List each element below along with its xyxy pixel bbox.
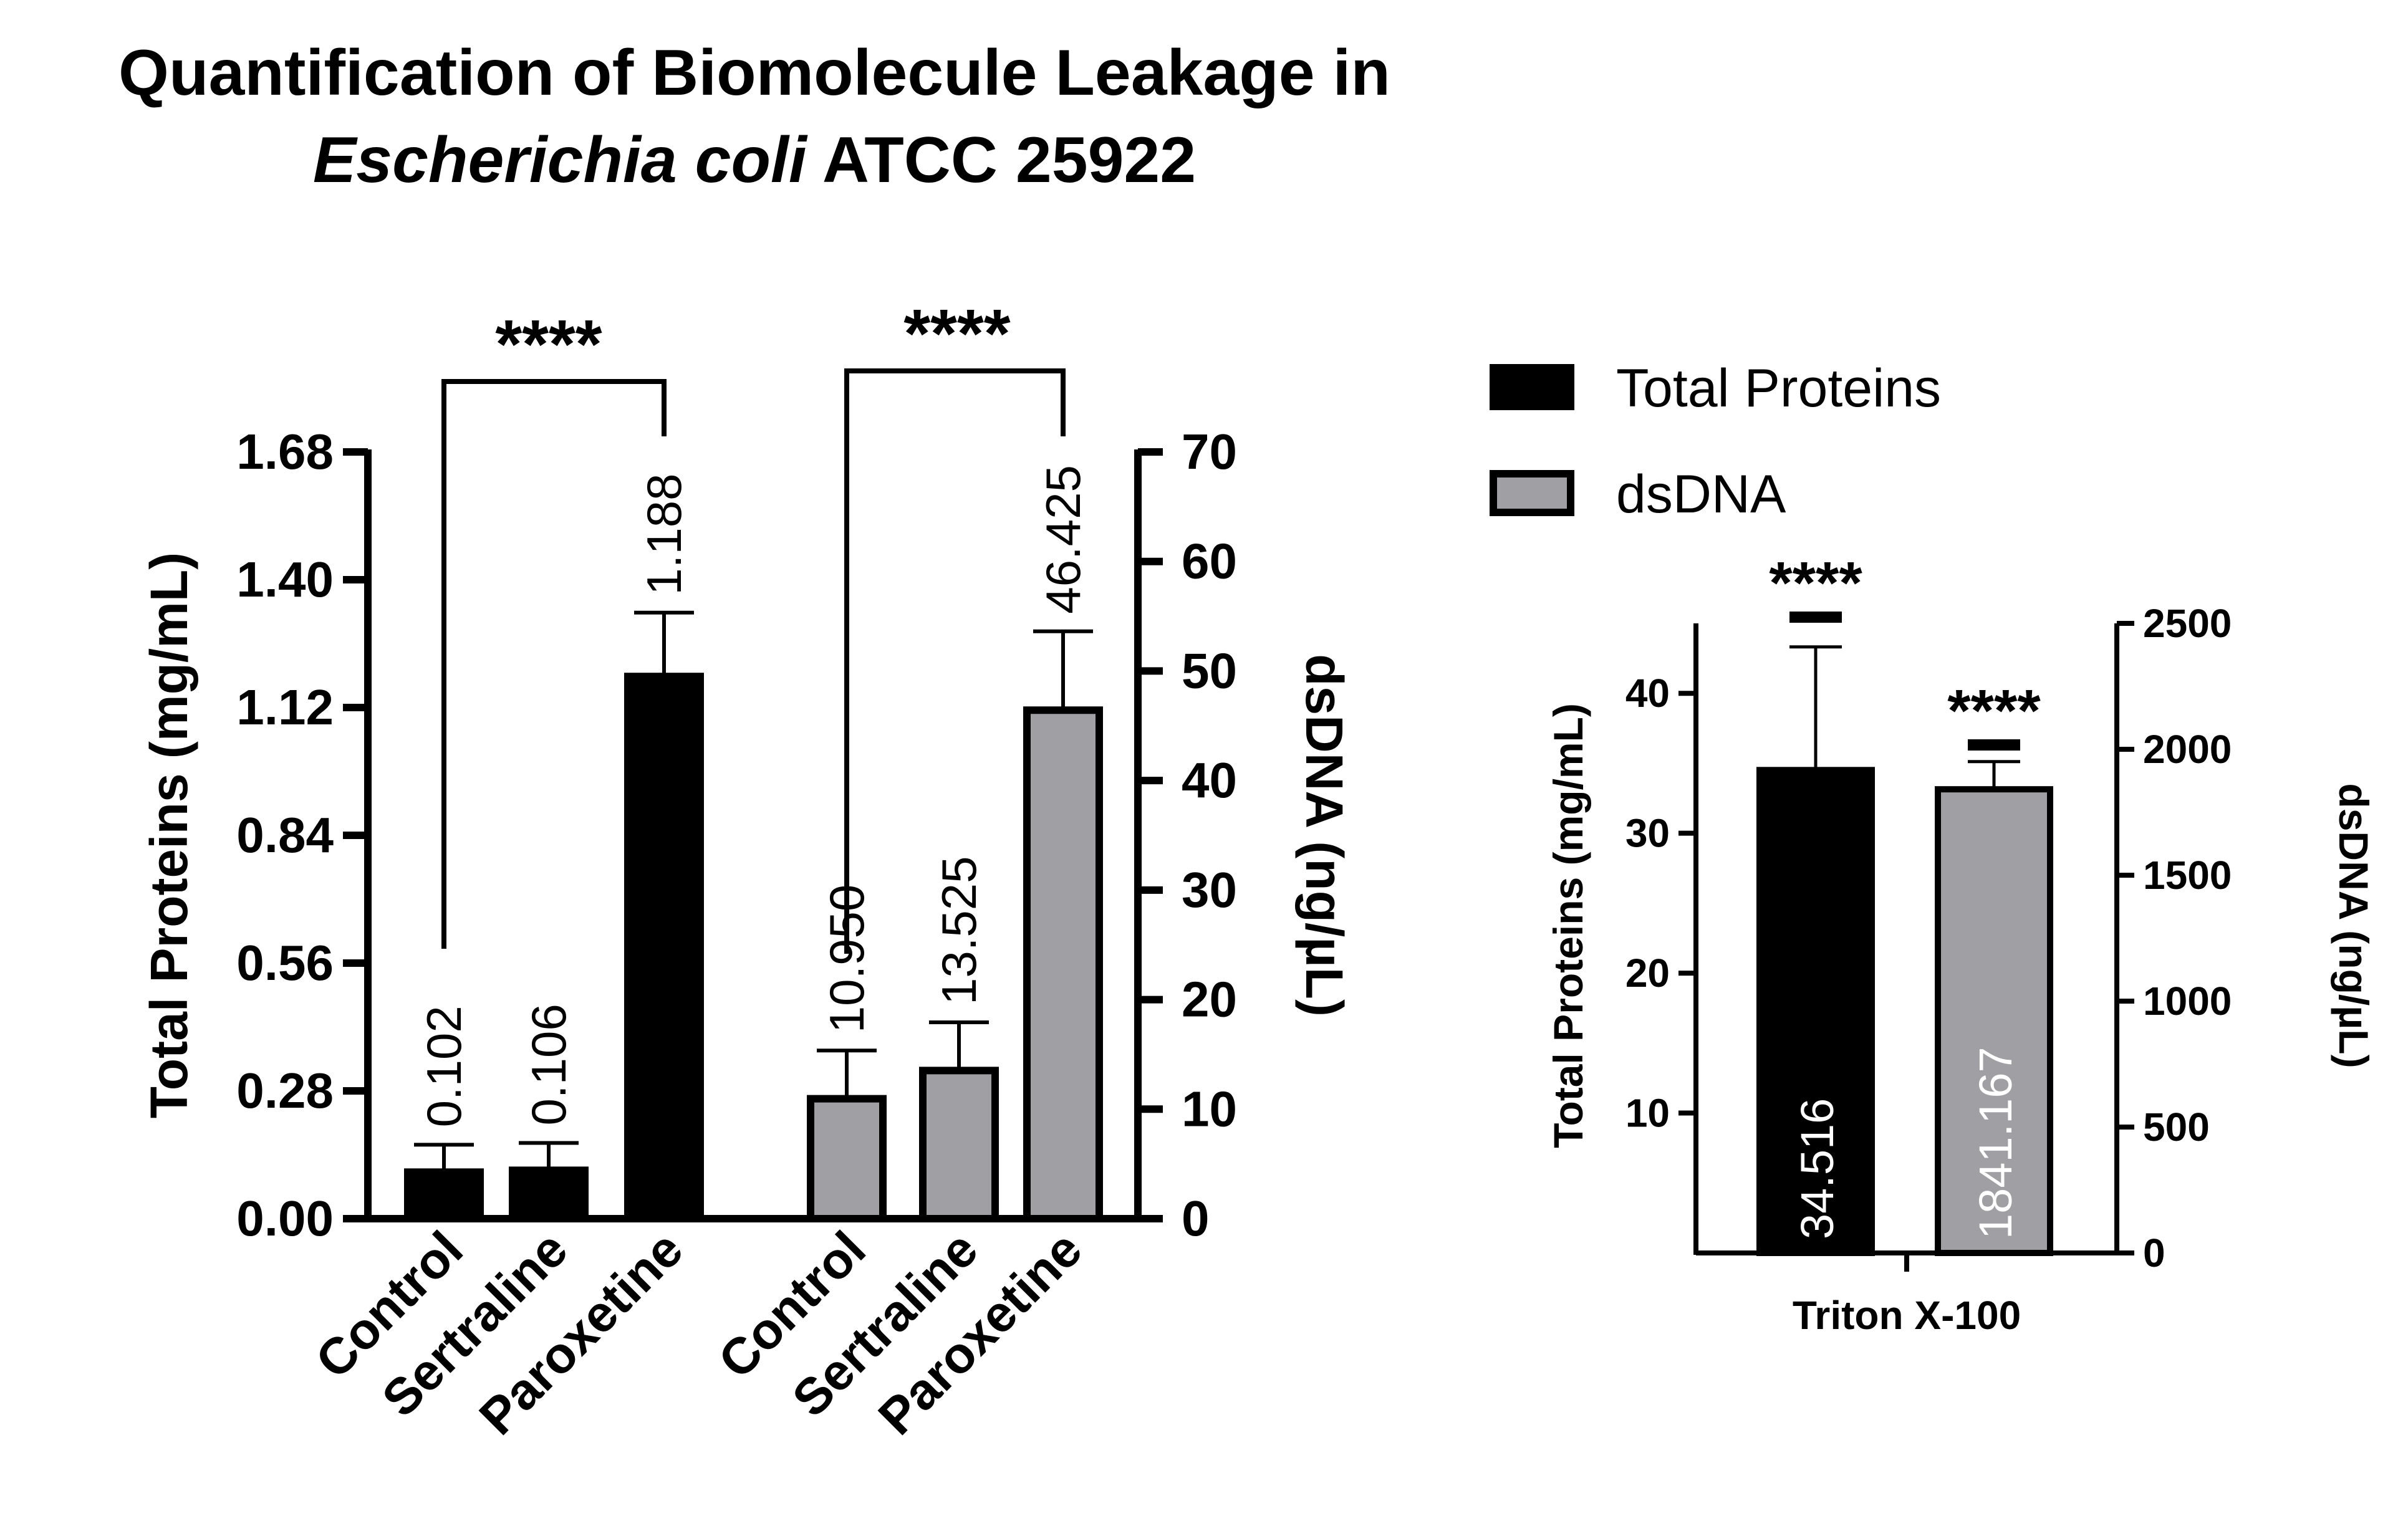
- legend-label: dsDNA: [1616, 464, 1786, 524]
- chart-title-line1: Quantification of Biomolecule Leakage in: [118, 37, 1390, 109]
- right-y-tick-label: 0: [2143, 1231, 2165, 1275]
- significance-bracket: [844, 368, 1066, 954]
- bar-dsdna: [1935, 786, 2053, 1257]
- right-y-axis-label: dsDNA (ng/µL): [1295, 654, 1354, 1017]
- significance-marker: ****: [495, 306, 602, 383]
- right-y-tick-label: 2500: [2143, 601, 2232, 646]
- left-y-tick-label: 0.56: [236, 935, 334, 991]
- data-label: 0.102: [417, 1005, 471, 1127]
- bar-total-proteins: [509, 1166, 589, 1222]
- significance-marker: ****: [903, 295, 1010, 372]
- left-y-tick-label: 0.00: [236, 1191, 334, 1246]
- left-y-tick-label: 10: [1625, 1091, 1670, 1136]
- right-y-tick-label: 20: [1182, 972, 1237, 1027]
- left-y-tick-label: 30: [1625, 811, 1670, 856]
- right-y-tick-label: 30: [1182, 862, 1237, 918]
- left-y-tick-label: 1.68: [236, 424, 334, 479]
- right-y-tick-label: 0: [1182, 1191, 1210, 1246]
- data-label: 13.525: [932, 856, 986, 1005]
- significance-bracket: [441, 379, 667, 949]
- left-y-tick-label: 1.40: [236, 552, 334, 607]
- data-label: 0.106: [521, 1004, 576, 1125]
- bar-dsdna: [1023, 706, 1103, 1223]
- bar-dsdna: [807, 1095, 887, 1223]
- data-label: 1.188: [637, 474, 691, 595]
- chart-title-strain: ATCC 25922: [806, 124, 1197, 196]
- right-y-tick-label: 1000: [2143, 979, 2232, 1024]
- right-y-tick-label: 60: [1182, 534, 1237, 589]
- data-label: 46.425: [1036, 465, 1091, 614]
- right-y-tick-label: 1500: [2143, 853, 2232, 898]
- left-y-axis-label: Total Proteins (mg/mL): [1545, 703, 1591, 1148]
- legend-swatch: [1490, 364, 1574, 410]
- right-y-tick-label: 2000: [2143, 727, 2232, 772]
- significance-marker: ****: [1947, 678, 2041, 744]
- right-y-axis-label: dsDNA (ng/µL): [2331, 783, 2377, 1068]
- bar-total-proteins: [1756, 767, 1875, 1256]
- significance-marker: ****: [1769, 550, 1862, 617]
- left-y-tick-label: 0.84: [236, 807, 334, 863]
- right-y-tick-label: 10: [1182, 1081, 1237, 1136]
- left-y-tick-label: 0.28: [236, 1063, 334, 1118]
- data-label: 34.516: [1791, 1098, 1843, 1239]
- chart-title-species: Escherichia coli: [312, 124, 807, 196]
- left-y-tick-label: 20: [1625, 951, 1670, 996]
- bar-total-proteins: [624, 673, 704, 1222]
- bar-total-proteins: [404, 1168, 484, 1222]
- chart-title-line2: Escherichia coli ATCC 25922: [0, 123, 1509, 198]
- data-label: 1841.167: [1970, 1047, 2021, 1239]
- legend-label: Total Proteins: [1616, 358, 1941, 418]
- right-y-tick-label: 70: [1182, 424, 1237, 479]
- left-y-tick-label: 1.12: [236, 679, 334, 735]
- right-y-tick-label: 500: [2143, 1105, 2210, 1149]
- left-y-axis-label: Total Proteins (mg/mL): [140, 552, 198, 1118]
- x-tick-label: Triton X-100: [1793, 1293, 2021, 1338]
- right-y-tick-label: 50: [1182, 643, 1237, 698]
- right-y-tick-label: 40: [1182, 752, 1237, 808]
- bar-dsdna: [919, 1067, 999, 1222]
- legend-swatch: [1490, 470, 1574, 516]
- left-y-tick-label: 40: [1625, 671, 1670, 716]
